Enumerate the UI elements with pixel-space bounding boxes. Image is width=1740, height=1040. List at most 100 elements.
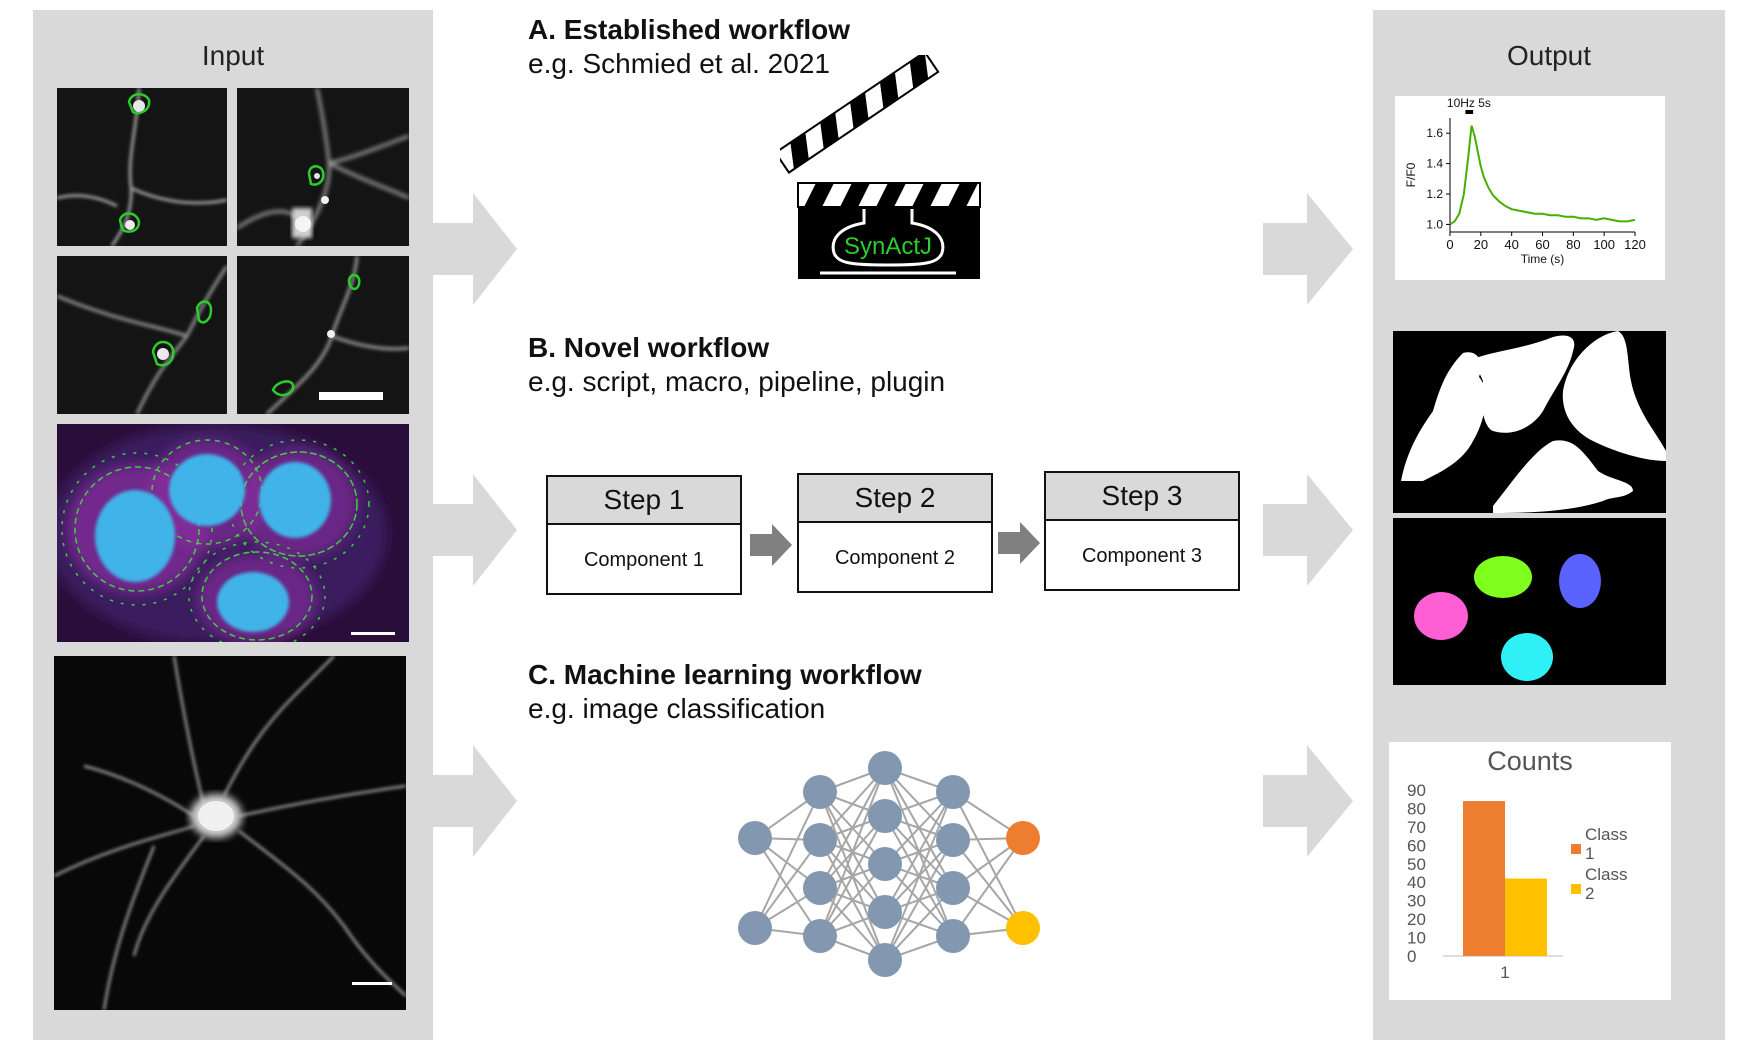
y-tick-label: 80 — [1407, 799, 1426, 818]
network-node — [936, 823, 970, 857]
arrow-input-to-a — [433, 193, 517, 305]
network-edge — [754, 837, 821, 937]
arrow-input-to-c — [433, 745, 517, 857]
synapse-image-3 — [57, 256, 227, 414]
network-node — [936, 871, 970, 905]
instance-labels-image — [1393, 518, 1666, 685]
x-tick-label: 40 — [1504, 237, 1518, 252]
step-1-label: Step 1 — [548, 477, 740, 525]
clapperboard-logo: SynActJ — [780, 55, 981, 279]
y-tick-label: 1.4 — [1426, 157, 1443, 171]
legend-label-line: Class — [1585, 825, 1628, 844]
chart-title: Counts — [1487, 746, 1573, 776]
y-tick-label: 70 — [1407, 818, 1426, 837]
network-edge — [884, 791, 954, 961]
network-node — [803, 919, 837, 953]
legend-swatch-1 — [1571, 844, 1581, 854]
legend-label-line: 2 — [1585, 884, 1594, 903]
network-node — [1006, 911, 1040, 945]
network-edge — [819, 767, 886, 889]
step-3-component: Component 3 — [1081, 545, 1203, 567]
network-node — [936, 775, 970, 809]
step-1-component: Component 1 — [583, 549, 705, 571]
instance-labels-art — [1414, 554, 1601, 681]
legend-label-line: 1 — [1585, 844, 1594, 863]
bar-2 — [1505, 878, 1547, 956]
input-title: Input — [201, 40, 265, 71]
workflow-a-title: A. Established workflow — [528, 14, 851, 45]
legend-swatch-2 — [1571, 884, 1581, 894]
y-tick-label: 30 — [1407, 892, 1426, 911]
input-panel: Input — [33, 10, 433, 1040]
network-node — [936, 919, 970, 953]
cells-fluorescence-image — [57, 424, 409, 642]
nucleus-label-green — [1474, 556, 1532, 598]
network-edge — [819, 767, 886, 937]
network-node — [803, 823, 837, 857]
network-node — [868, 799, 902, 833]
x-tick-label: 100 — [1593, 237, 1615, 252]
neuron-image-art — [54, 656, 406, 1010]
workflow-c-subtitle: e.g. image classification — [528, 693, 826, 724]
step-1-box: Step 1 Component 1 — [546, 475, 742, 595]
step-2-component: Component 2 — [834, 547, 956, 569]
synapse-image-2 — [237, 88, 409, 246]
y-tick-label: 1.2 — [1426, 187, 1443, 201]
output-title: Output — [1506, 40, 1592, 71]
network-edge — [952, 837, 1024, 937]
synapse-image-4-art — [265, 256, 409, 414]
synapse-image-1 — [57, 88, 227, 246]
workflow-b-title: B. Novel workflow — [528, 332, 770, 363]
step-arrow-2 — [998, 522, 1040, 564]
neuron-image — [54, 656, 406, 1010]
workflow-a-subtitle: e.g. Schmied et al. 2021 — [528, 48, 830, 79]
arrow-input-to-b — [433, 474, 517, 586]
y-tick-label: 1.6 — [1426, 126, 1443, 140]
y-tick-label: 60 — [1407, 836, 1426, 855]
synapse-image-1-art — [57, 88, 227, 246]
network-edge — [884, 839, 954, 961]
trace-line — [1449, 125, 1636, 226]
synapse-image-4 — [237, 256, 409, 414]
network-node — [868, 943, 902, 977]
y-tick-label: 1.0 — [1426, 217, 1443, 231]
x-tick-label: 120 — [1624, 237, 1646, 252]
x-tick-label: 60 — [1535, 237, 1549, 252]
x-axis-label: Time (s) — [1521, 252, 1565, 266]
x-tick-label: 20 — [1474, 237, 1488, 252]
arrow-a-to-output — [1263, 193, 1353, 305]
step-2-label: Step 2 — [799, 475, 991, 523]
x-tick-label: 0 — [1446, 237, 1453, 252]
network-node — [738, 821, 772, 855]
y-axis-label: F/F0 — [1404, 162, 1418, 187]
scale-bar — [351, 632, 395, 635]
workflow-c-title: C. Machine learning workflow — [528, 659, 922, 690]
y-tick-label: 20 — [1407, 910, 1426, 929]
legend-label-line: Class — [1585, 865, 1628, 884]
nucleus-label-pink — [1414, 592, 1468, 640]
network-edge — [754, 839, 821, 929]
cells-fluorescence-art — [57, 424, 395, 642]
step-arrow-1 — [750, 524, 792, 566]
x-tick-label: 80 — [1566, 237, 1580, 252]
step-3-box: Step 3 Component 3 — [1044, 471, 1240, 591]
network-node — [868, 751, 902, 785]
arrow-c-to-output — [1263, 745, 1353, 857]
nucleus-label-cyan — [1501, 633, 1553, 681]
nucleus-label-blue — [1559, 554, 1601, 608]
network-edge — [754, 791, 821, 929]
network-node — [803, 775, 837, 809]
binary-mask-image — [1393, 331, 1666, 513]
network-node — [803, 871, 837, 905]
network-edge — [819, 815, 886, 937]
logo-text: SynActJ — [844, 233, 932, 260]
arrow-b-to-output — [1263, 474, 1353, 586]
synapse-image-3-art — [57, 265, 227, 414]
scale-bar — [352, 982, 392, 985]
step-3-label: Step 3 — [1046, 473, 1238, 521]
bar-1 — [1463, 801, 1505, 956]
